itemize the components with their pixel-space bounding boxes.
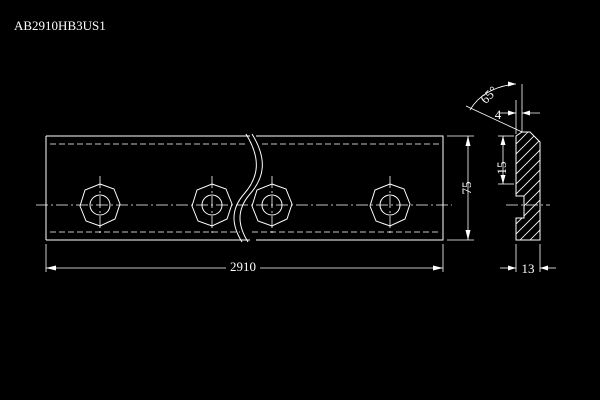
bolt-hole-inner (89, 194, 111, 216)
arrowhead-top (465, 136, 471, 146)
arrowhead-angle (508, 81, 516, 87)
arrowhead-right (433, 265, 443, 271)
arrowhead-bottom (465, 230, 471, 240)
side-view (506, 131, 550, 241)
thickness-dimension: 13 (500, 244, 556, 276)
offset-label: 15 (494, 162, 509, 175)
section-outline (515, 131, 541, 241)
angle-leader (465, 105, 523, 133)
front-view (36, 133, 452, 243)
arrowhead-left (46, 265, 56, 271)
bolt-hole-2 (191, 176, 233, 234)
bolt-hole-1 (79, 176, 121, 234)
arrowhead-left (508, 110, 516, 116)
bolt-hole-3 (251, 176, 293, 234)
arrowhead-left (508, 265, 516, 271)
offset-dimension: 15 (494, 135, 514, 185)
label-bg (226, 258, 260, 272)
height-dimension: 75 (447, 135, 474, 241)
arrowhead-top (500, 136, 506, 145)
thickness-label: 13 (522, 261, 535, 276)
bolt-hole-inner (201, 194, 223, 216)
length-dimension: 2910 (45, 244, 444, 274)
arrowhead-right (522, 110, 530, 116)
section-hatch (516, 132, 540, 240)
break-line-right (239, 133, 263, 243)
chamfer-width-dimension: 4 (495, 84, 540, 134)
plate-outline (46, 135, 444, 241)
arrowhead-right (540, 265, 548, 271)
chamfer-width-label: 4 (495, 107, 502, 122)
bolt-hole-4 (369, 176, 411, 234)
arrowhead-bottom (500, 175, 506, 184)
length-label: 2910 (230, 259, 256, 274)
break-line-left (233, 133, 257, 243)
height-label: 75 (459, 182, 474, 195)
bolt-hole-inner (261, 194, 283, 216)
drawing-title: AB2910HB3US1 (14, 18, 106, 33)
angle-label: 65° (477, 83, 500, 106)
bolt-hole-inner (379, 194, 401, 216)
